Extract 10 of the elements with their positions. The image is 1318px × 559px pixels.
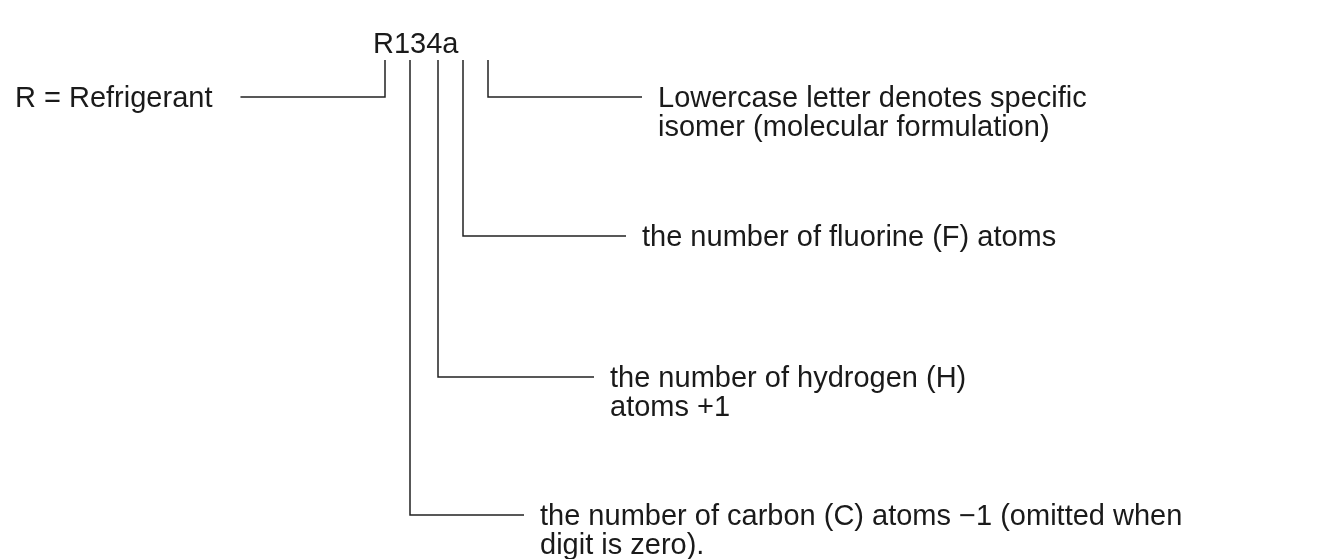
annotation-text: the number of hydrogen (H) atoms +1 <box>610 361 967 422</box>
annotation-text: the number of fluorine (F) atoms <box>642 220 1057 252</box>
leader-line <box>462 59 627 237</box>
leader-line <box>437 59 595 378</box>
refrigerant-code: R134a <box>373 27 459 59</box>
annotation-text: Lowercase letter denotes specific isomer (molecular formulation) <box>658 81 1087 142</box>
leader-line <box>239 59 386 98</box>
annotation-text: R = Refrigerant <box>15 81 213 113</box>
leader-line <box>409 59 525 516</box>
leader-line <box>487 59 643 98</box>
